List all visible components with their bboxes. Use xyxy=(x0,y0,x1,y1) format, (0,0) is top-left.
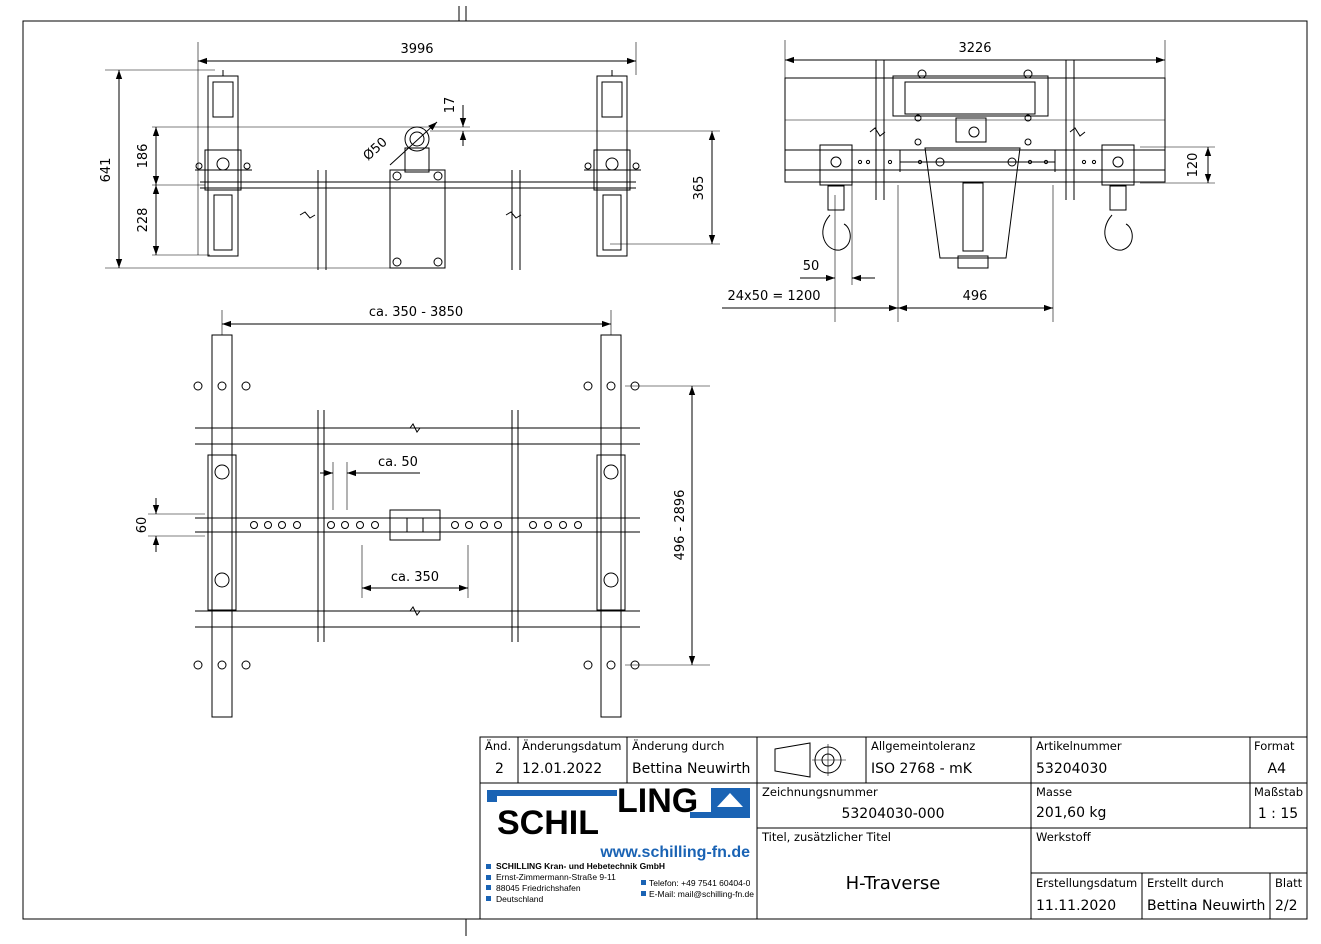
dim-top-span: ca. 350 - 3850 xyxy=(369,305,463,320)
format-value: A4 xyxy=(1268,761,1287,777)
dim-eye-offset: 17 xyxy=(443,97,458,114)
top-view xyxy=(148,310,710,718)
company-country: Deutschland xyxy=(496,894,544,904)
scale-value: 1 : 15 xyxy=(1258,806,1298,822)
article-label: Artikelnummer xyxy=(1036,739,1122,753)
drawing-no-value: 53204030-000 xyxy=(841,806,944,822)
company-phone: Telefon: +49 7541 60404-0 xyxy=(649,878,751,888)
dim-top-range: 496 - 2896 xyxy=(673,490,688,561)
created-date-value: 11.11.2020 xyxy=(1036,898,1116,914)
dim-side-pitch: 50 xyxy=(803,259,820,274)
created-date-label: Erstellungsdatum xyxy=(1036,876,1137,890)
dim-side-center: 496 xyxy=(963,289,988,304)
mass-label: Masse xyxy=(1036,785,1072,799)
dim-front-lower: 228 xyxy=(136,208,151,233)
change-by-label: Änderung durch xyxy=(632,738,724,753)
drawing-no-label: Zeichnungsnummer xyxy=(762,785,878,799)
dim-side-hole-span: 24x50 = 1200 xyxy=(727,289,820,304)
created-by-value: Bettina Neuwirth xyxy=(1147,898,1265,914)
company-logo: SCHIL LING www.schilling-fn.de xyxy=(487,782,750,861)
tolerance-label: Allgemeintoleranz xyxy=(871,739,975,753)
company-email: E-Mail: mail@schilling-fn.de xyxy=(649,889,754,899)
change-by-value: Bettina Neuwirth xyxy=(632,761,750,777)
side-hole-row xyxy=(857,159,1097,165)
tolerance-value: ISO 2768 - mK xyxy=(871,761,973,777)
side-view xyxy=(722,40,1215,322)
front-view xyxy=(105,42,720,270)
dim-side-width: 3226 xyxy=(958,41,991,56)
top-hole-row xyxy=(250,521,582,529)
company-city: 88045 Friedrichshafen xyxy=(496,883,581,893)
company-street: Ernst-Zimmermann-Straße 9-11 xyxy=(496,872,616,882)
change-date-label: Änderungsdatum xyxy=(522,738,621,753)
dim-side-offset: 120 xyxy=(1186,153,1201,178)
company-address: SCHILLING Kran- und Hebetechnik GmbH Ern… xyxy=(486,861,754,904)
format-label: Format xyxy=(1254,739,1295,753)
dim-front-width: 3996 xyxy=(400,42,433,57)
material-label: Werkstoff xyxy=(1036,830,1092,844)
logo-text-right: LING xyxy=(617,782,698,820)
dim-eye-diameter: Ø50 xyxy=(361,135,391,164)
dim-top-width: 60 xyxy=(135,517,150,534)
dim-front-upper: 186 xyxy=(136,144,151,169)
scale-label: Maßstab xyxy=(1254,785,1303,799)
change-date-value: 12.01.2022 xyxy=(522,761,602,777)
rev-value: 2 xyxy=(495,761,504,777)
company-website: www.schilling-fn.de xyxy=(599,844,750,861)
mass-value: 201,60 kg xyxy=(1036,805,1106,821)
company-name: SCHILLING Kran- und Hebetechnik GmbH xyxy=(496,861,665,871)
logo-text-left: SCHIL xyxy=(497,804,599,842)
sheet-value: 2/2 xyxy=(1275,898,1298,914)
dim-top-pitch: ca. 50 xyxy=(378,455,418,470)
title-label: Titel, zusätzlicher Titel xyxy=(761,830,891,844)
dim-top-trolley: ca. 350 xyxy=(391,570,439,585)
dim-front-height: 641 xyxy=(99,158,114,183)
dim-side-hook-height: 365 xyxy=(692,176,707,201)
title-value: H-Traverse xyxy=(846,873,941,894)
article-value: 53204030 xyxy=(1036,761,1107,777)
title-block xyxy=(479,736,1308,920)
created-by-label: Erstellt durch xyxy=(1147,876,1224,890)
sheet-label: Blatt xyxy=(1275,876,1303,890)
rev-label: Änd. xyxy=(485,738,511,753)
